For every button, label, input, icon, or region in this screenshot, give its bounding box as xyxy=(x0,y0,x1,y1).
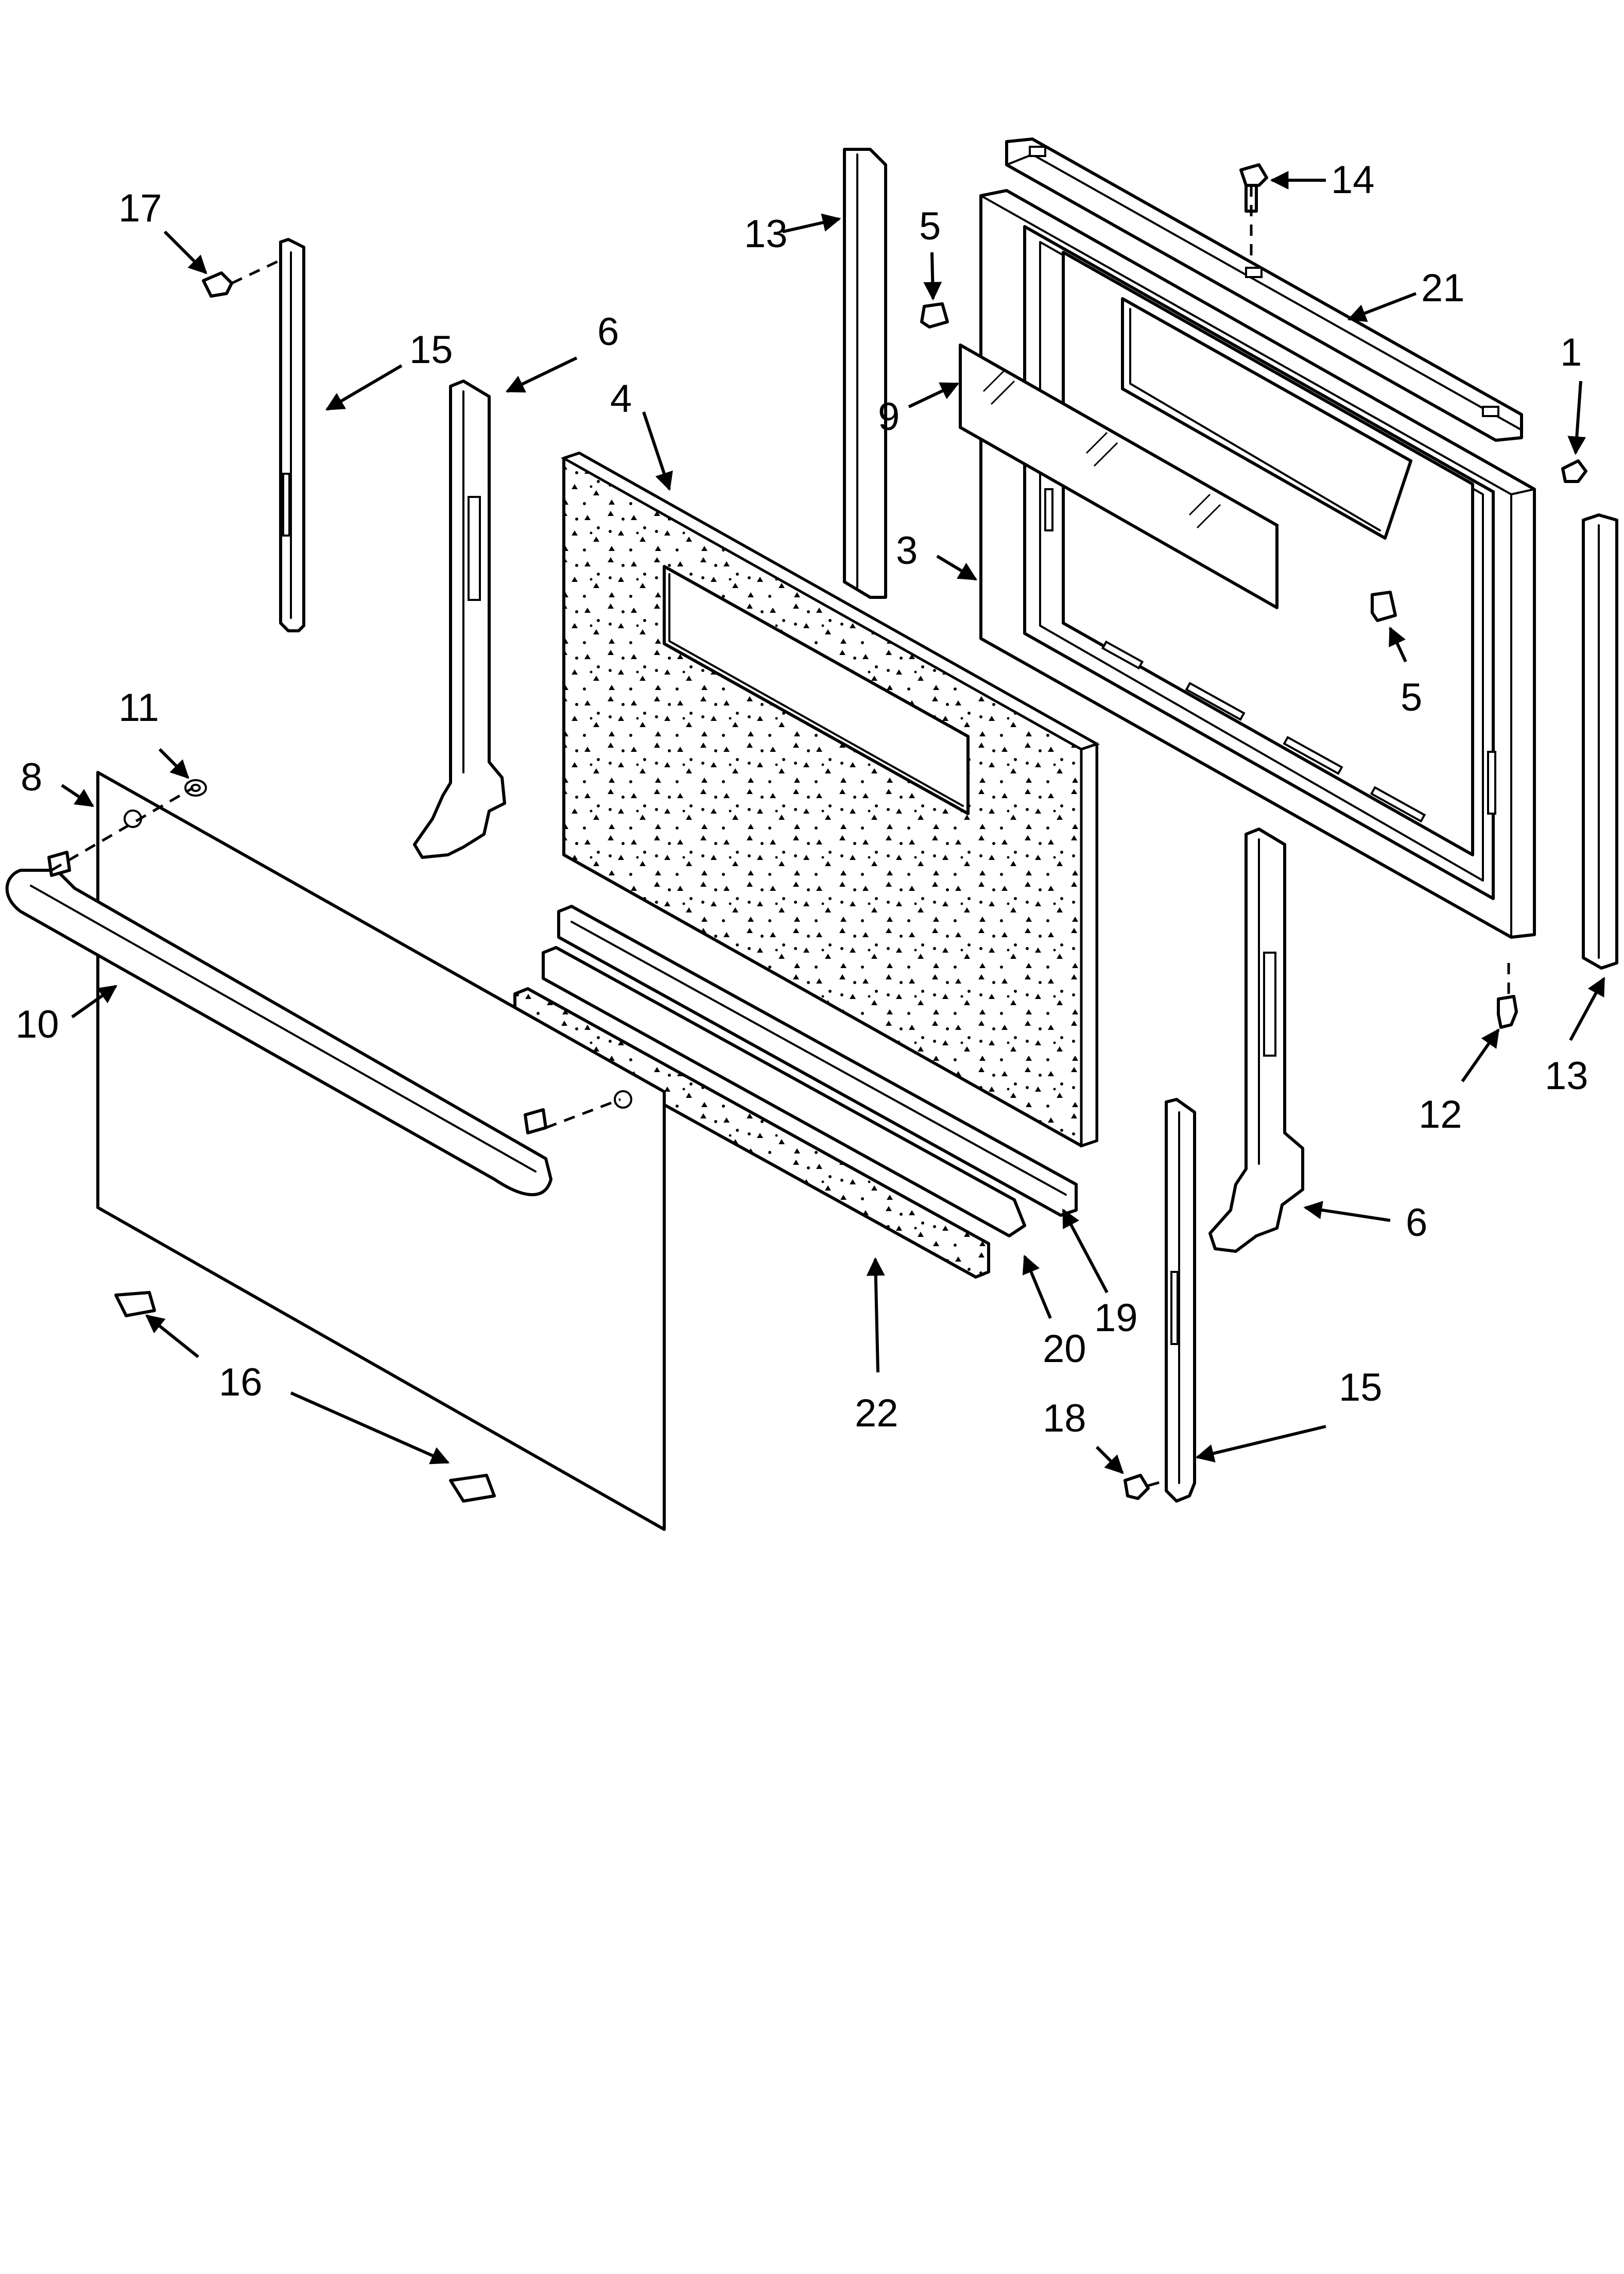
frame-slots xyxy=(1044,488,1496,823)
top-trim-channel xyxy=(1005,137,1523,442)
callout-14: 14 xyxy=(1331,158,1375,202)
hinge-left xyxy=(413,380,506,859)
callout-22: 22 xyxy=(855,1391,899,1435)
vertical-strap-right xyxy=(1582,513,1618,970)
hinge-support-right xyxy=(1165,1098,1196,1503)
vertical-strap-left xyxy=(843,148,887,599)
callout-17: 17 xyxy=(118,186,162,230)
callout-8: 8 xyxy=(21,755,42,799)
clip-16b xyxy=(449,1474,496,1503)
callout-20: 20 xyxy=(1043,1327,1086,1371)
bottom-trim-rail xyxy=(542,946,1026,1237)
clip-16a xyxy=(114,1291,156,1317)
callout-5-bottom: 5 xyxy=(1401,676,1422,719)
callout-3: 3 xyxy=(896,529,918,573)
glass-clip-top xyxy=(920,302,949,329)
callout-13-left: 13 xyxy=(744,212,788,256)
leader-arrows xyxy=(61,171,1605,1474)
callout-18: 18 xyxy=(1043,1397,1086,1440)
callout-15-right: 15 xyxy=(1339,1366,1383,1409)
door-handle xyxy=(5,851,552,1196)
outer-door-panel xyxy=(96,771,666,1531)
callout-19: 19 xyxy=(1094,1296,1138,1340)
callout-16: 16 xyxy=(219,1360,263,1404)
screw-12 xyxy=(1497,995,1518,1029)
hinge-support-left xyxy=(279,238,305,632)
callout-5-top: 5 xyxy=(919,204,941,248)
callout-6-left: 6 xyxy=(597,310,619,354)
screw-17 xyxy=(202,271,233,298)
callout-labels: 17 15 6 4 13 5 9 14 21 1 3 5 11 8 10 12 … xyxy=(15,158,1588,1440)
callout-6-right: 6 xyxy=(1406,1201,1427,1245)
insulation-panel xyxy=(560,452,1100,1148)
callout-15-left: 15 xyxy=(409,328,453,372)
screw-14 xyxy=(1239,163,1268,213)
glass-clip-bottom xyxy=(1371,591,1397,622)
callout-9: 9 xyxy=(878,395,900,439)
screw-1 xyxy=(1561,459,1587,483)
callout-21: 21 xyxy=(1421,266,1465,310)
washer-11 xyxy=(184,779,207,797)
callout-12: 12 xyxy=(1419,1093,1462,1136)
assembly-lines xyxy=(50,185,1510,1487)
callout-13-right: 13 xyxy=(1545,1054,1588,1098)
callout-1: 1 xyxy=(1560,331,1582,374)
callout-11: 11 xyxy=(118,686,159,730)
glass-pane xyxy=(959,343,1279,609)
callout-4: 4 xyxy=(610,377,632,421)
pin-18 xyxy=(1124,1474,1150,1500)
callout-10: 10 xyxy=(15,1003,59,1046)
hinge-right xyxy=(1208,828,1304,1253)
